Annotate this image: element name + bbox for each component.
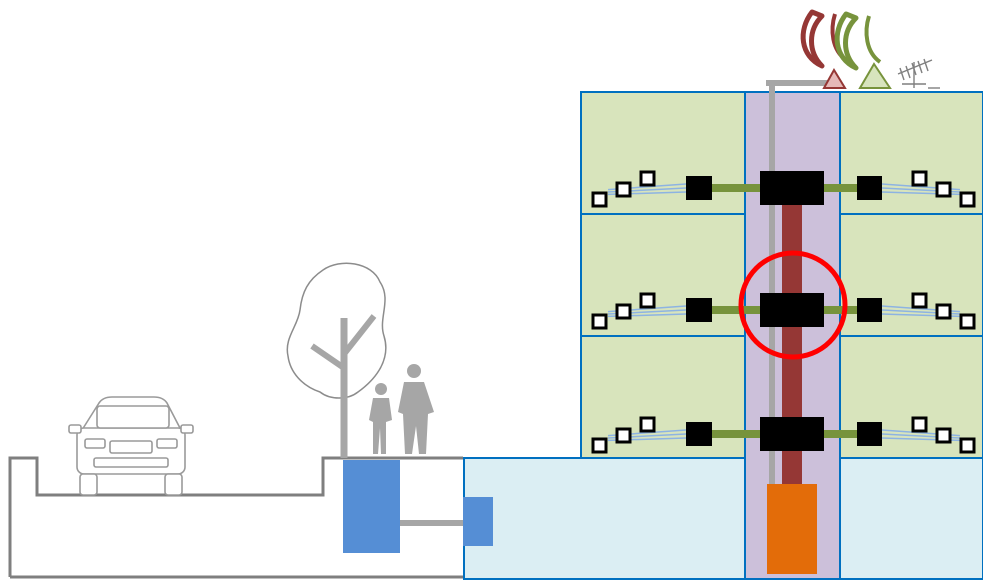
socket-icon [591, 191, 608, 208]
socket-icon [959, 191, 976, 208]
apartment-terminal-left [686, 298, 712, 322]
socket-icon [935, 181, 952, 198]
socket-icon [591, 437, 608, 454]
tree-icon [286, 262, 387, 458]
building-distribution-point [767, 484, 817, 574]
apartment-terminal-right [857, 298, 882, 322]
floor-link-right [824, 306, 858, 314]
floor-distribution-box [760, 171, 824, 205]
socket-icon [911, 292, 928, 309]
top-floor-equipment [591, 170, 976, 208]
socket-icon [935, 427, 952, 444]
apartment-terminal-right [857, 422, 882, 446]
street-ground-line [8, 456, 463, 577]
apartment-terminal-right [857, 176, 882, 200]
socket-icon [911, 416, 928, 433]
middle-floor-equipment [591, 292, 976, 330]
floor-link-right [824, 184, 858, 192]
floor-link-right [824, 430, 858, 438]
socket-icon [615, 427, 632, 444]
floor-distribution-box [760, 417, 824, 451]
basement [463, 457, 983, 580]
socket-icon [911, 170, 928, 187]
highlight-ring [738, 250, 848, 360]
floor-link-left [708, 306, 762, 314]
socket-icon [639, 292, 656, 309]
street-chamber [343, 460, 400, 553]
pedestrians-icon [369, 364, 434, 454]
socket-icon [959, 437, 976, 454]
apartment-terminal-left [686, 176, 712, 200]
floor-link-left [708, 184, 762, 192]
highlighted-floor-distribution-box [760, 293, 824, 327]
riser-cable [782, 186, 802, 486]
floor-link-left [708, 430, 762, 438]
car-icon [68, 396, 194, 496]
socket-icon [639, 416, 656, 433]
ground-floor-equipment [591, 416, 976, 454]
socket-icon [959, 313, 976, 330]
tv-antenna-icon [897, 58, 940, 89]
socket-icon [615, 303, 632, 320]
apartment-terminal-left [686, 422, 712, 446]
building-entry-box [463, 497, 493, 546]
socket-icon [591, 313, 608, 330]
socket-icon [639, 170, 656, 187]
socket-icon [615, 181, 632, 198]
satellite-dish-icon [834, 11, 892, 89]
socket-icon [935, 303, 952, 320]
